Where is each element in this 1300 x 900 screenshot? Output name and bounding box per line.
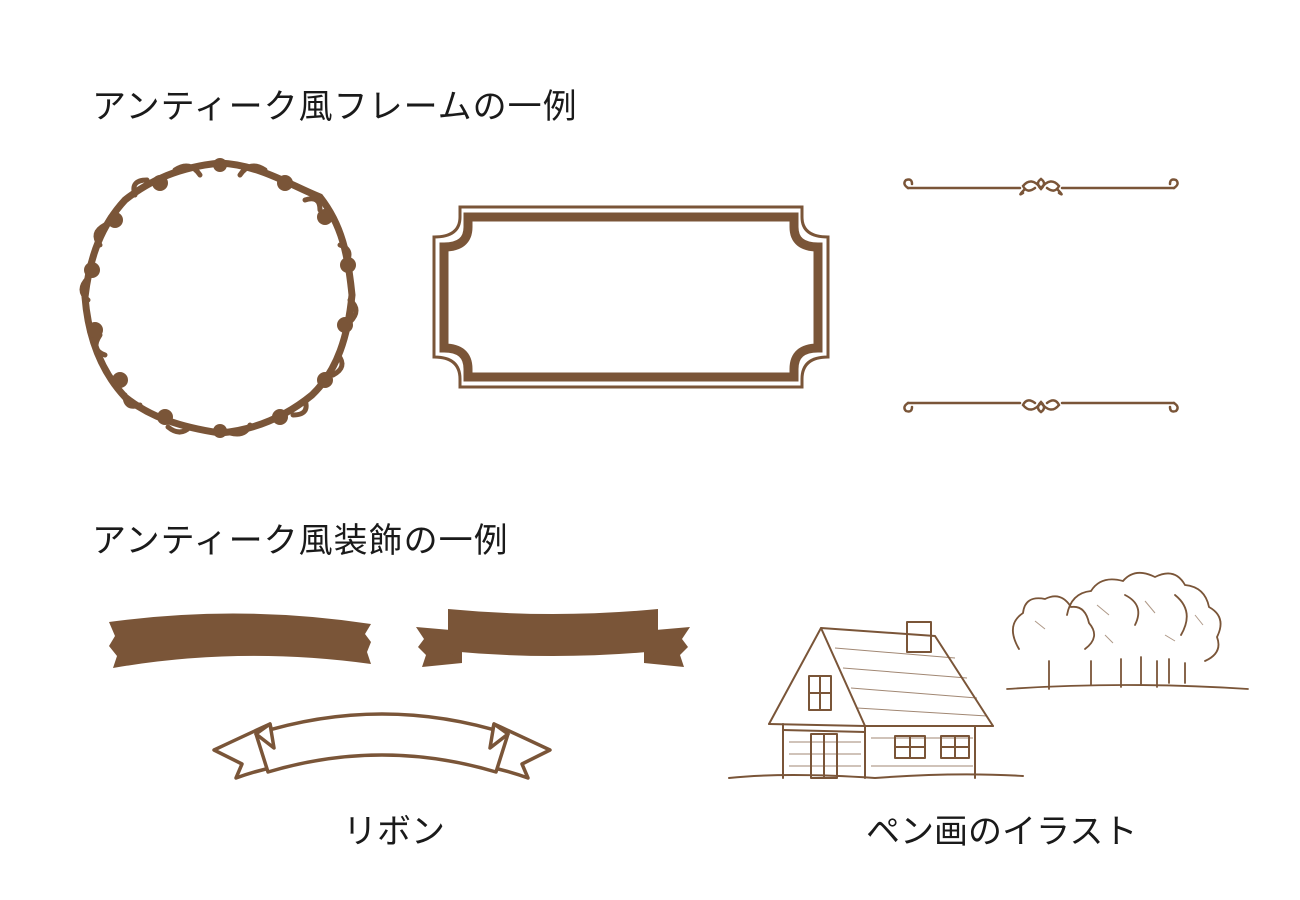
label-frame	[432, 205, 830, 389]
frames-section-title: アンティーク風フレームの一例	[92, 87, 578, 127]
cottage-pen-illustration	[728, 621, 1024, 779]
trees-pen-illustration	[1006, 571, 1249, 690]
flourish-divider-bottom	[903, 399, 1179, 414]
round-ornamental-frame	[79, 158, 359, 438]
banner-ribbon-outline	[212, 712, 552, 780]
banner-ribbon-solid	[109, 613, 371, 668]
pen-illustration-caption: ペン画のイラスト	[866, 812, 1138, 852]
banner-ribbon-folded	[416, 609, 690, 667]
flourish-divider-top	[903, 177, 1179, 196]
ribbon-caption: リボン	[343, 812, 445, 852]
decor-section-title: アンティーク風装飾の一例	[92, 521, 509, 561]
